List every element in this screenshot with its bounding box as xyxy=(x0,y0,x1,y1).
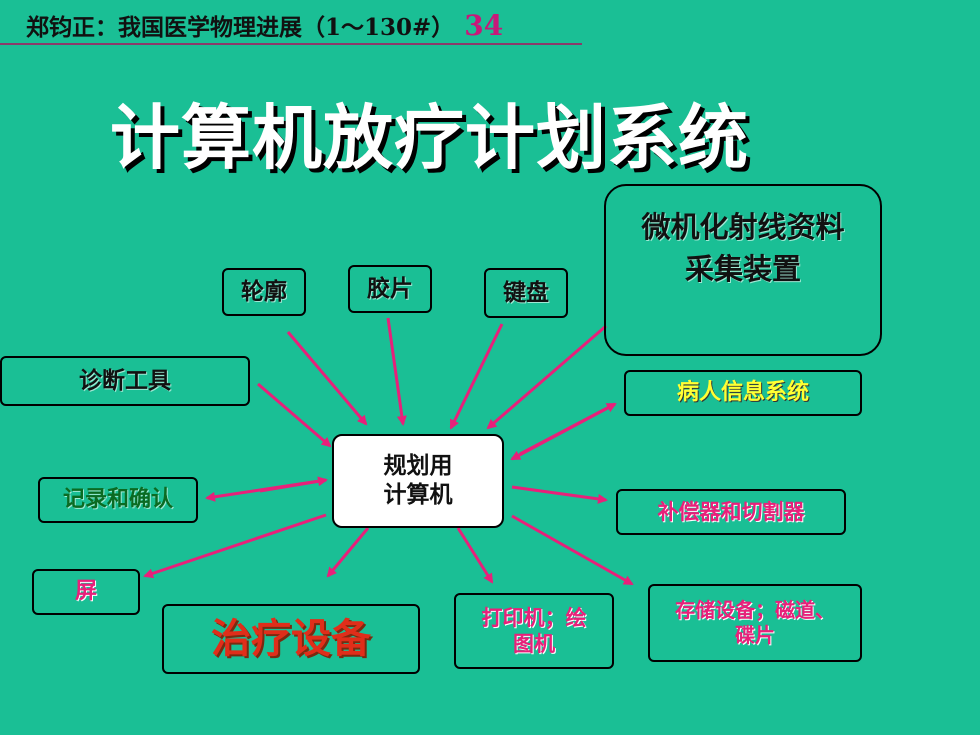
contour-node: 轮廓 xyxy=(222,268,306,316)
printer-line1: 打印机；绘 xyxy=(481,605,587,630)
microcomputer-data-node: 微机化射线资料 采集装置 xyxy=(604,184,882,356)
arrow-contour xyxy=(286,331,368,426)
arrow-diagnostic xyxy=(257,382,332,448)
record-label: 记录和确认 xyxy=(62,487,173,513)
compensator-label: 补偿器和切割器 xyxy=(657,499,805,524)
arrow-screen xyxy=(143,513,327,579)
planning-computer-node: 规划用 计算机 xyxy=(332,434,504,528)
center-line1: 规划用 xyxy=(383,453,453,480)
page-title: 计算机放疗计划系统 xyxy=(110,97,749,179)
keyboard-label: 键盘 xyxy=(503,279,549,306)
patient-info-label: 病人信息系统 xyxy=(676,380,809,406)
diagnostic-tools-node: 诊断工具 xyxy=(0,356,250,406)
arrow-storage xyxy=(511,514,634,586)
page-number: 34 xyxy=(464,9,504,42)
microcomputer-line2: 采集装置 xyxy=(684,252,801,287)
arrow-film xyxy=(386,317,407,426)
printer-plotter-node: 打印机；绘 图机 xyxy=(454,593,614,669)
storage-line2: 碟片 xyxy=(735,623,775,647)
treatment-equipment-node: 治疗设备 xyxy=(162,604,420,674)
header-text: 郑钧正：我国医学物理进展（1～130#） xyxy=(26,14,455,41)
storage-node: 存储设备；磁道、 碟片 xyxy=(648,584,862,662)
arrow-patient-info-b xyxy=(510,402,616,461)
film-label: 胶片 xyxy=(367,275,413,302)
compensator-node: 补偿器和切割器 xyxy=(616,489,846,535)
arrow-printer xyxy=(456,527,494,584)
microcomputer-line1: 微机化射线资料 xyxy=(641,210,845,244)
arrow-compensator xyxy=(511,485,608,504)
center-line2: 计算机 xyxy=(383,482,453,508)
arrow-keyboard xyxy=(449,323,504,430)
screen-label: 屏 xyxy=(74,579,97,605)
arrow-microcomputer xyxy=(486,324,607,430)
film-node: 胶片 xyxy=(348,265,432,313)
keyboard-node: 键盘 xyxy=(484,268,568,318)
arrow-record-b xyxy=(205,478,327,502)
page-header: 郑钧正：我国医学物理进展（1～130#） 34 xyxy=(26,8,503,42)
printer-line2: 图机 xyxy=(513,632,555,656)
screen-node: 屏 xyxy=(32,569,140,615)
record-confirm-node: 记录和确认 xyxy=(38,477,198,523)
treatment-label: 治疗设备 xyxy=(211,616,371,662)
patient-info-node: 病人信息系统 xyxy=(624,370,862,416)
storage-line1: 存储设备；磁道、 xyxy=(675,598,835,622)
diagnostic-label: 诊断工具 xyxy=(79,367,171,394)
contour-label: 轮廓 xyxy=(241,278,287,305)
arrow-treatment xyxy=(326,527,370,578)
header-underline xyxy=(0,43,582,45)
